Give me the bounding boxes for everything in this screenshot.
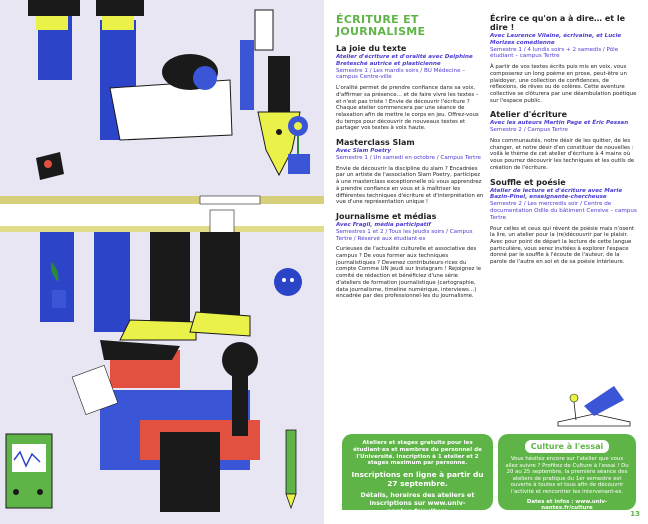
workshop-description: Curieuses de l'actualité culturelle et a… bbox=[336, 246, 482, 300]
registration-intro: Ateliers et stages gratuits pour les étu… bbox=[353, 440, 482, 467]
culture-trial-banner: Culture à l'essai Vous hésitez encore su… bbox=[498, 434, 636, 512]
section-heading: ÉCRITURE ET JOURNALISME bbox=[336, 13, 426, 38]
workshop-title: Atelier d'écriture bbox=[490, 110, 568, 120]
registration-highlight: Inscriptions en ligne à partir du 27 sep… bbox=[351, 470, 484, 488]
culture-trial-body: Vous hésitez encore sur l'atelier que vo… bbox=[505, 456, 629, 495]
illustration bbox=[0, 0, 324, 512]
workshop-subtitle: Avec Laurence Vilaine, écrivaine, et Luc… bbox=[490, 33, 622, 46]
workshop-meta: Semestre 2 / Campus Tertre bbox=[490, 127, 568, 134]
book-lamp-illustration bbox=[557, 386, 631, 427]
workshop-title: Journalisme et médias bbox=[336, 211, 437, 221]
culture-trial-link[interactable]: Dates et infos : www.univ-nantes.fr/cult… bbox=[526, 498, 608, 512]
illustration-panel bbox=[0, 0, 324, 524]
registration-details-link[interactable]: Détails, horaires des ateliers et inscri… bbox=[360, 491, 475, 515]
page-number: 13 bbox=[630, 510, 640, 518]
workshop-description: Envie de découvrir la discipline du slam… bbox=[336, 165, 484, 206]
workshop-description: Nos communautés, notre désir de les quit… bbox=[490, 138, 635, 171]
workshop-subtitle: Atelier de lecture et d'écriture avec Ma… bbox=[490, 187, 623, 201]
text-column-left: ÉCRITURE ET JOURNALISME La joie du texte… bbox=[336, 14, 484, 304]
workshop-meta: Semestre 2 / Les mercredis soir / Centre… bbox=[490, 201, 637, 221]
culture-trial-title: Culture à l'essai bbox=[524, 440, 610, 453]
workshop-meta: Semestres 1 et 2 / Tous les jeudis soirs… bbox=[336, 228, 473, 242]
workshop-description: À partir de vos textes écrits puis mis e… bbox=[490, 64, 637, 104]
workshop-title: Masterclass Slam bbox=[336, 138, 415, 148]
workshop-subtitle: Avec les auteurs Martin Page et Éric Pes… bbox=[490, 120, 629, 127]
workshop-subtitle: Atelier d'écriture et d'oralité avec Del… bbox=[336, 54, 473, 67]
workshop-subtitle: Avec Slam Poetry bbox=[336, 148, 392, 155]
workshop-title: La joie du texte bbox=[336, 44, 407, 53]
workshop-meta: Semestre 1 / 4 lundis soirs + 2 samedis … bbox=[490, 46, 619, 60]
registration-banner: Ateliers et stages gratuits pour les étu… bbox=[342, 434, 493, 514]
workshop-title: Souffle et poésie bbox=[490, 177, 566, 187]
workshop-description: Pour celles et ceux qui rêvent de poésie… bbox=[490, 225, 635, 266]
workshop-meta: Semestre 1 / Un samedi en octobre / Camp… bbox=[336, 154, 481, 161]
workshop-meta: Semestre 1 / Les mardis soirs / BU Médec… bbox=[336, 67, 466, 81]
workshop-subtitle: Avec Fragil, média participatif bbox=[336, 221, 431, 228]
workshop-title: Écrire ce qu'on a à dire… et le dire ! bbox=[490, 14, 626, 32]
workshop-description: L'oralité permet de prendre confiance da… bbox=[336, 85, 479, 132]
text-column-right: Écrire ce qu'on a à dire… et le dire ! A… bbox=[490, 14, 638, 270]
